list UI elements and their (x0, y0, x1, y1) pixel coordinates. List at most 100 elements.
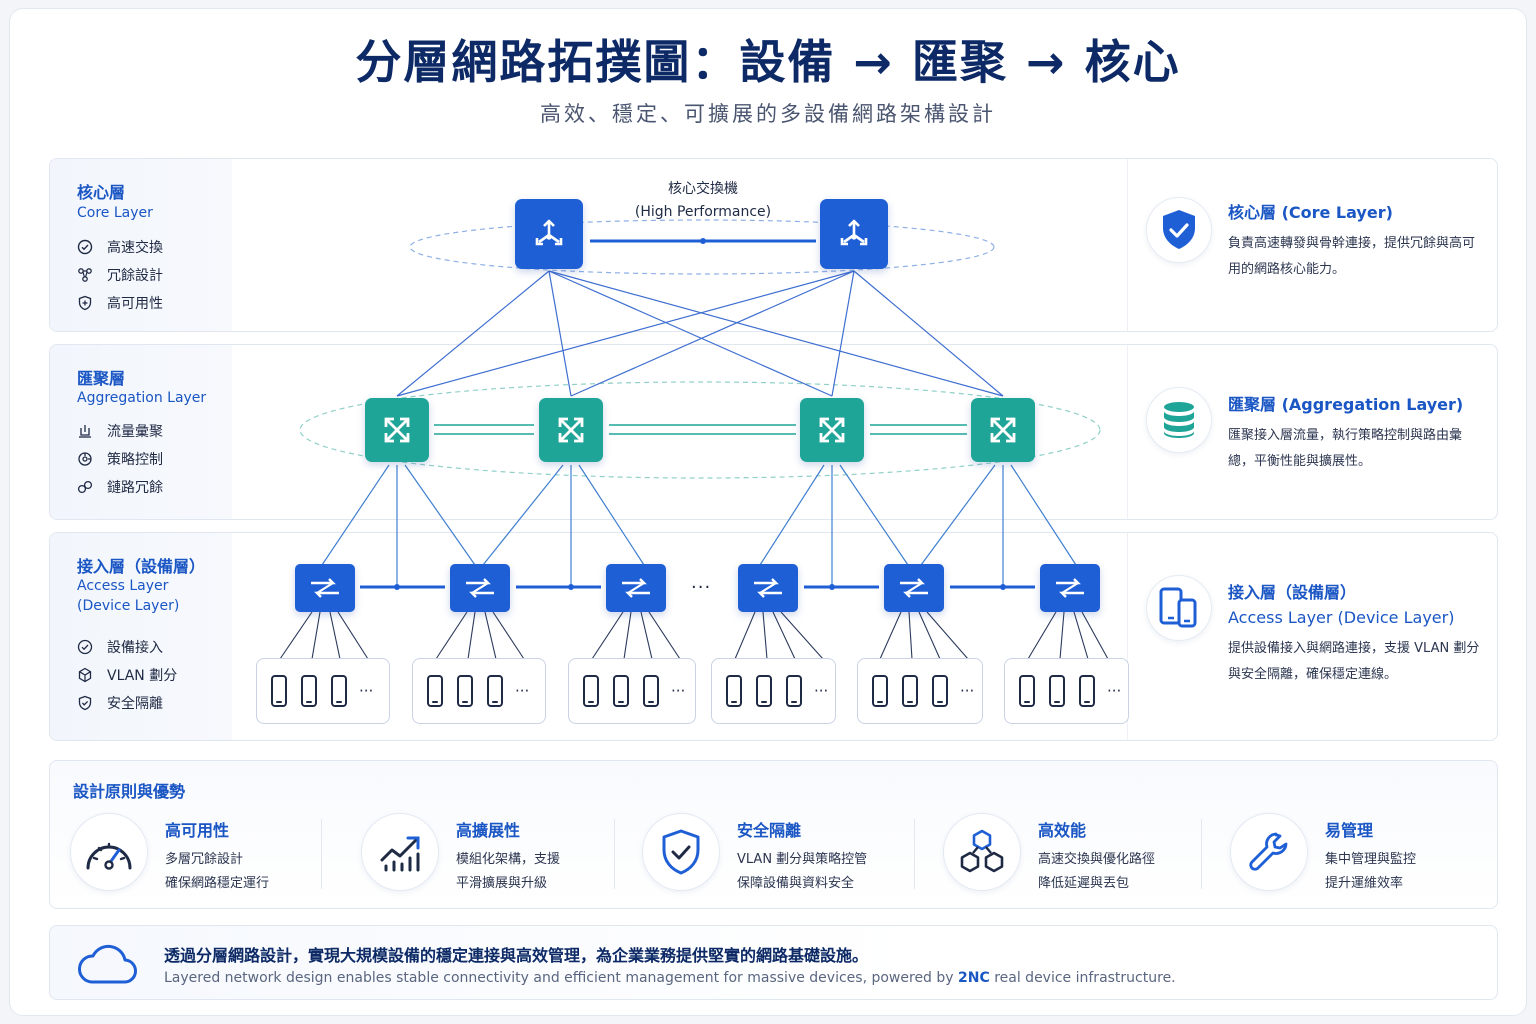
phone-icon (756, 675, 772, 707)
access-switch[interactable] (295, 564, 355, 612)
core-layer-description: 負責高速轉發與骨幹連接，提供冗餘與高可用的網路核心能力。 (1228, 236, 1476, 277)
access-feature-item: 設備接入 (77, 637, 163, 657)
shield-check-small-icon (78, 695, 92, 711)
aggregation-feature-item: 鏈路冗餘 (77, 477, 163, 497)
divider (914, 819, 915, 889)
phone-icon (643, 675, 659, 707)
phone-icon (613, 675, 629, 707)
link-redundancy-icon (77, 480, 93, 494)
access-feature-label: 設備接入 (107, 640, 163, 656)
aggregation-switch[interactable] (365, 398, 429, 462)
aggregation-switch[interactable] (971, 398, 1035, 462)
access-switch[interactable] (884, 564, 944, 612)
database-icon (1146, 387, 1212, 453)
aggregation-layer-description-panel: 匯聚層 (Aggregation Layer) 匯聚接入層流量，執行策略控制與路… (1127, 345, 1497, 519)
aggregation-switch[interactable] (800, 398, 864, 462)
phone-icon (331, 675, 347, 707)
wrench-icon (1230, 813, 1308, 891)
more-devices: ··· (1107, 682, 1122, 700)
core-router-icon (535, 219, 563, 246)
access-feature-label: VLAN 劃分 (107, 668, 178, 684)
principle-desc-line: 高速交換與優化路徑 (1038, 852, 1156, 867)
phone-icon (726, 675, 742, 707)
brand-name: 2NC (958, 970, 990, 986)
access-switch[interactable] (738, 564, 798, 612)
principle-desc-line: 多層冗餘設計 (165, 852, 244, 867)
device-access-icon (77, 639, 93, 655)
phone-icon (902, 675, 918, 707)
aggregation-feature-label: 流量彙聚 (107, 424, 163, 440)
principle-title: 高效能 (1038, 821, 1087, 840)
cloud-icon (76, 942, 138, 990)
aggregation-feature-label: 策略控制 (107, 452, 163, 468)
summary-en-text-end: real device infrastructure. (989, 970, 1176, 986)
phone-icon (271, 675, 287, 707)
page-subtitle: 高效、穩定、可擴展的多設備網路架構設計 (540, 102, 996, 126)
summary-en: Layered network design enables stable co… (164, 970, 1176, 986)
principle-title: 高可用性 (165, 821, 230, 840)
summary-en-text: Layered network design enables stable co… (164, 970, 959, 986)
redundancy-icon (78, 268, 92, 282)
core-layer-label-panel: 核心層 Core Layer 高速交換 冗餘設計 高可用性 (50, 159, 232, 331)
device-group: ··· (256, 658, 390, 724)
access-switch[interactable] (450, 564, 510, 612)
traffic-aggregate-icon (79, 425, 91, 438)
divider (321, 819, 322, 889)
principle-item: 高擴展性 模組化架構，支援 平滑擴展與升級 (361, 811, 621, 891)
shield-plus-icon (78, 295, 92, 311)
check-circle-icon (77, 239, 93, 255)
access-layer-description: 提供設備接入與網路連接，支援 VLAN 劃分與安全隔離，確保穩定連線。 (1228, 641, 1480, 682)
core-feature-item: 高可用性 (77, 293, 163, 313)
phone-icon (786, 675, 802, 707)
access-feature-item: 安全隔離 (77, 693, 163, 713)
access-feature-label: 安全隔離 (107, 696, 163, 712)
core-layer-heading: 核心層 (Core Layer) (1228, 203, 1393, 222)
aggregation-layer-description: 匯聚接入層流量，執行策略控制與路由彙總，平衡性能與擴展性。 (1228, 428, 1463, 469)
access-layer-title: 接入層（設備層） (77, 557, 206, 576)
aggregation-layer-subtitle: Aggregation Layer (77, 390, 207, 406)
principle-title: 高擴展性 (456, 821, 521, 840)
phone-icon (1049, 675, 1065, 707)
access-layer-heading: 接入層（設備層） (1228, 583, 1357, 602)
aggregation-feature-label: 鏈路冗餘 (107, 480, 163, 496)
phone-icon (1079, 675, 1095, 707)
core-switch-name: 核心交換機 (668, 181, 738, 197)
principle-item: 安全隔離 VLAN 劃分與策略控管 保障設備與資料安全 (642, 811, 922, 891)
access-layer-label-panel: 接入層（設備層） Access Layer (Device Layer) 設備接… (50, 533, 232, 740)
cubes-icon (943, 813, 1021, 891)
phone-icon (872, 675, 888, 707)
device-group: ··· (568, 658, 696, 724)
switch-arrows-icon (1056, 578, 1084, 598)
core-feature-item: 冗餘設計 (77, 265, 163, 285)
device-group: ··· (1004, 658, 1129, 724)
cross-arrows-icon (384, 417, 410, 443)
switch-arrows-icon (754, 578, 782, 598)
core-switch[interactable] (515, 199, 583, 269)
shield-check-icon (1146, 197, 1212, 263)
gauge-icon (70, 813, 148, 891)
principle-title: 安全隔離 (737, 821, 802, 840)
principle-title: 易管理 (1325, 821, 1374, 840)
aggregation-switch[interactable] (539, 398, 603, 462)
vlan-icon (78, 667, 92, 683)
principle-desc-line: 確保網路穩定運行 (165, 876, 270, 891)
switch-arrows-icon (622, 578, 650, 598)
switch-arrows-icon (311, 578, 339, 598)
device-group: ··· (857, 658, 983, 724)
phone-icon (487, 675, 503, 707)
access-feature-item: VLAN 劃分 (77, 665, 177, 685)
principle-item: 高可用性 多層冗餘設計 確保網路穩定運行 (70, 811, 330, 891)
phone-icon (301, 675, 317, 707)
cross-arrows-icon (819, 417, 845, 443)
access-switch[interactable] (606, 564, 666, 612)
principle-desc-line: 模組化架構，支援 (456, 852, 561, 867)
aggregation-layer-title: 匯聚層 (77, 369, 126, 388)
divider (1201, 819, 1202, 889)
core-router-icon (840, 219, 868, 246)
access-switch[interactable] (1040, 564, 1100, 612)
cross-arrows-icon (990, 417, 1016, 443)
core-switch[interactable] (820, 199, 888, 269)
aggregation-feature-item: 流量彙聚 (77, 421, 163, 441)
access-layer-heading-en: Access Layer (Device Layer) (1228, 608, 1455, 627)
more-devices: ··· (359, 682, 374, 700)
